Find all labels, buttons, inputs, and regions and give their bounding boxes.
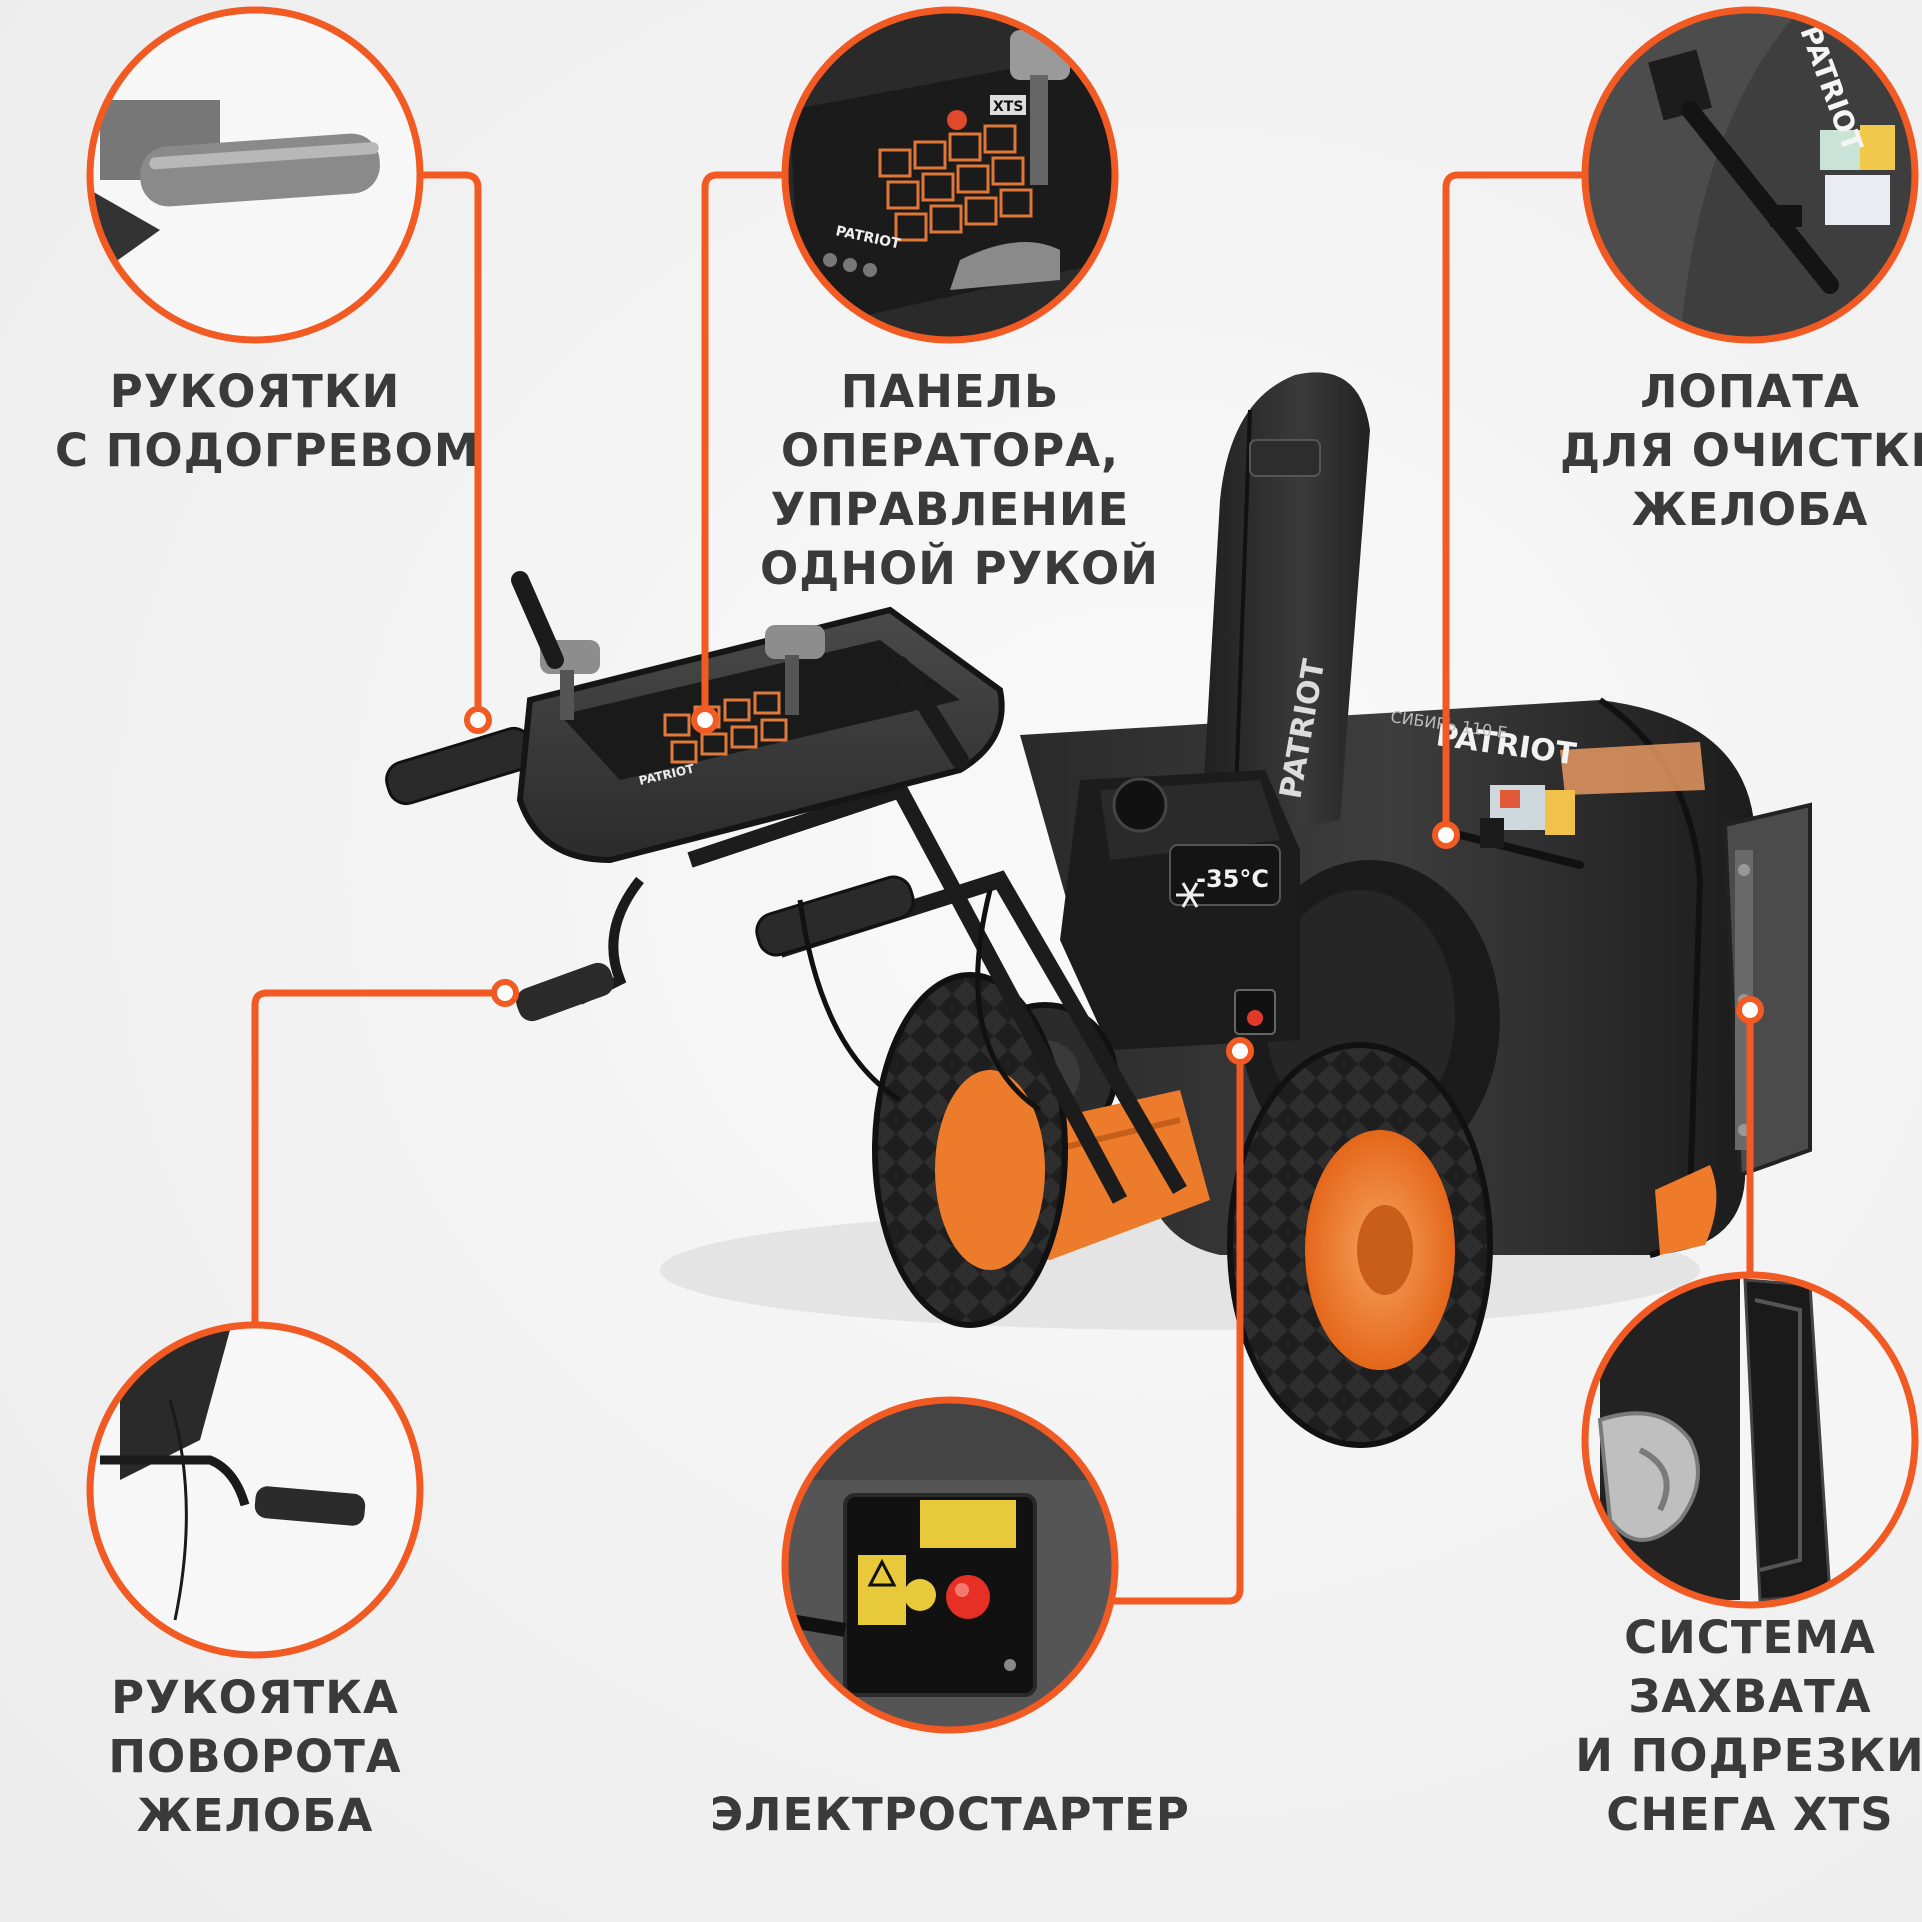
label-heated-handles: РУКОЯТКИ С ПОДОГРЕВОМ [55,362,480,480]
electric-starter-vignette [781,1396,1119,1734]
leader-chute-rotation [251,989,509,1329]
marker-chute-rotation [491,979,519,1007]
operator-panel-vignette: XTS PATRIOT [781,6,1119,344]
marker-heated-handles [464,706,492,734]
label-electric-starter: ЭЛЕКТРОСТАРТЕР [700,1785,1200,1844]
handle-frame [385,726,1187,1204]
marker-xts [1736,996,1764,1024]
label-line: ОПЕРАТОРА, [780,424,1120,477]
xts-system-vignette [1581,1271,1919,1609]
label-chute-shovel: ЛОПАТА ДЛЯ ОЧИСТКИ ЖЕЛОБА [1560,362,1922,539]
temperature-badge: -35°C [1196,865,1269,893]
marker-operator-panel [691,706,719,734]
label-chute-rotation: РУКОЯТКА ПОВОРОТА ЖЕЛОБА [60,1668,450,1845]
leader-chute-shovel [1442,171,1589,837]
label-line: ДЛЯ ОЧИСТКИ [1560,424,1922,477]
leader-heated-handles [416,171,482,722]
label-line: РУКОЯТКИ [109,365,401,418]
discharge-chute: PATRIOT [1200,372,1370,850]
label-line: ЗАХВАТА [1628,1670,1872,1723]
leader-operator-panel [701,171,789,722]
label-line: СИСТЕМА [1624,1611,1876,1664]
label-line: РУКОЯТКА [111,1671,399,1724]
label-line: УПРАВЛЕНИЕ [770,483,1130,536]
label-xts-system: СИСТЕМА ЗАХВАТА И ПОДРЕЗКИ СНЕГА XTS [1560,1608,1922,1844]
label-line: ЖЕЛОБА [1631,483,1869,536]
label-line: ЖЕЛОБА [136,1789,374,1842]
label-line: ПОВОРОТА [108,1730,402,1783]
label-line: ЭЛЕКТРОСТАРТЕР [710,1788,1190,1841]
label-line: ЛОПАТА [1640,365,1860,418]
label-line: С ПОДОГРЕВОМ [55,424,480,477]
snowflake-icon [1176,882,1204,908]
marker-electric-starter [1226,1037,1254,1065]
label-line: ОДНОЙ РУКОЙ [760,542,1159,595]
start-button-icon [946,1575,990,1619]
label-line: ПАНЕЛЬ [840,365,1060,418]
label-line: СНЕГА XTS [1606,1788,1894,1841]
chute-shovel-vignette: PATRIOT [1581,6,1919,344]
operator-panel-body: PATRIOT [511,571,1005,864]
chute-crank-vignette [86,1321,424,1659]
right-wheel [1227,1042,1493,1448]
left-wheel [872,972,1068,1328]
marker-chute-shovel [1432,821,1460,849]
panel-badge: XTS [993,99,1023,115]
label-operator-panel: ПАНЕЛЬ ОПЕРАТОРА, УПРАВЛЕНИЕ ОДНОЙ РУКОЙ [760,362,1159,598]
leader-electric-starter [1111,1049,1244,1605]
label-line: И ПОДРЕЗКИ [1575,1729,1922,1782]
